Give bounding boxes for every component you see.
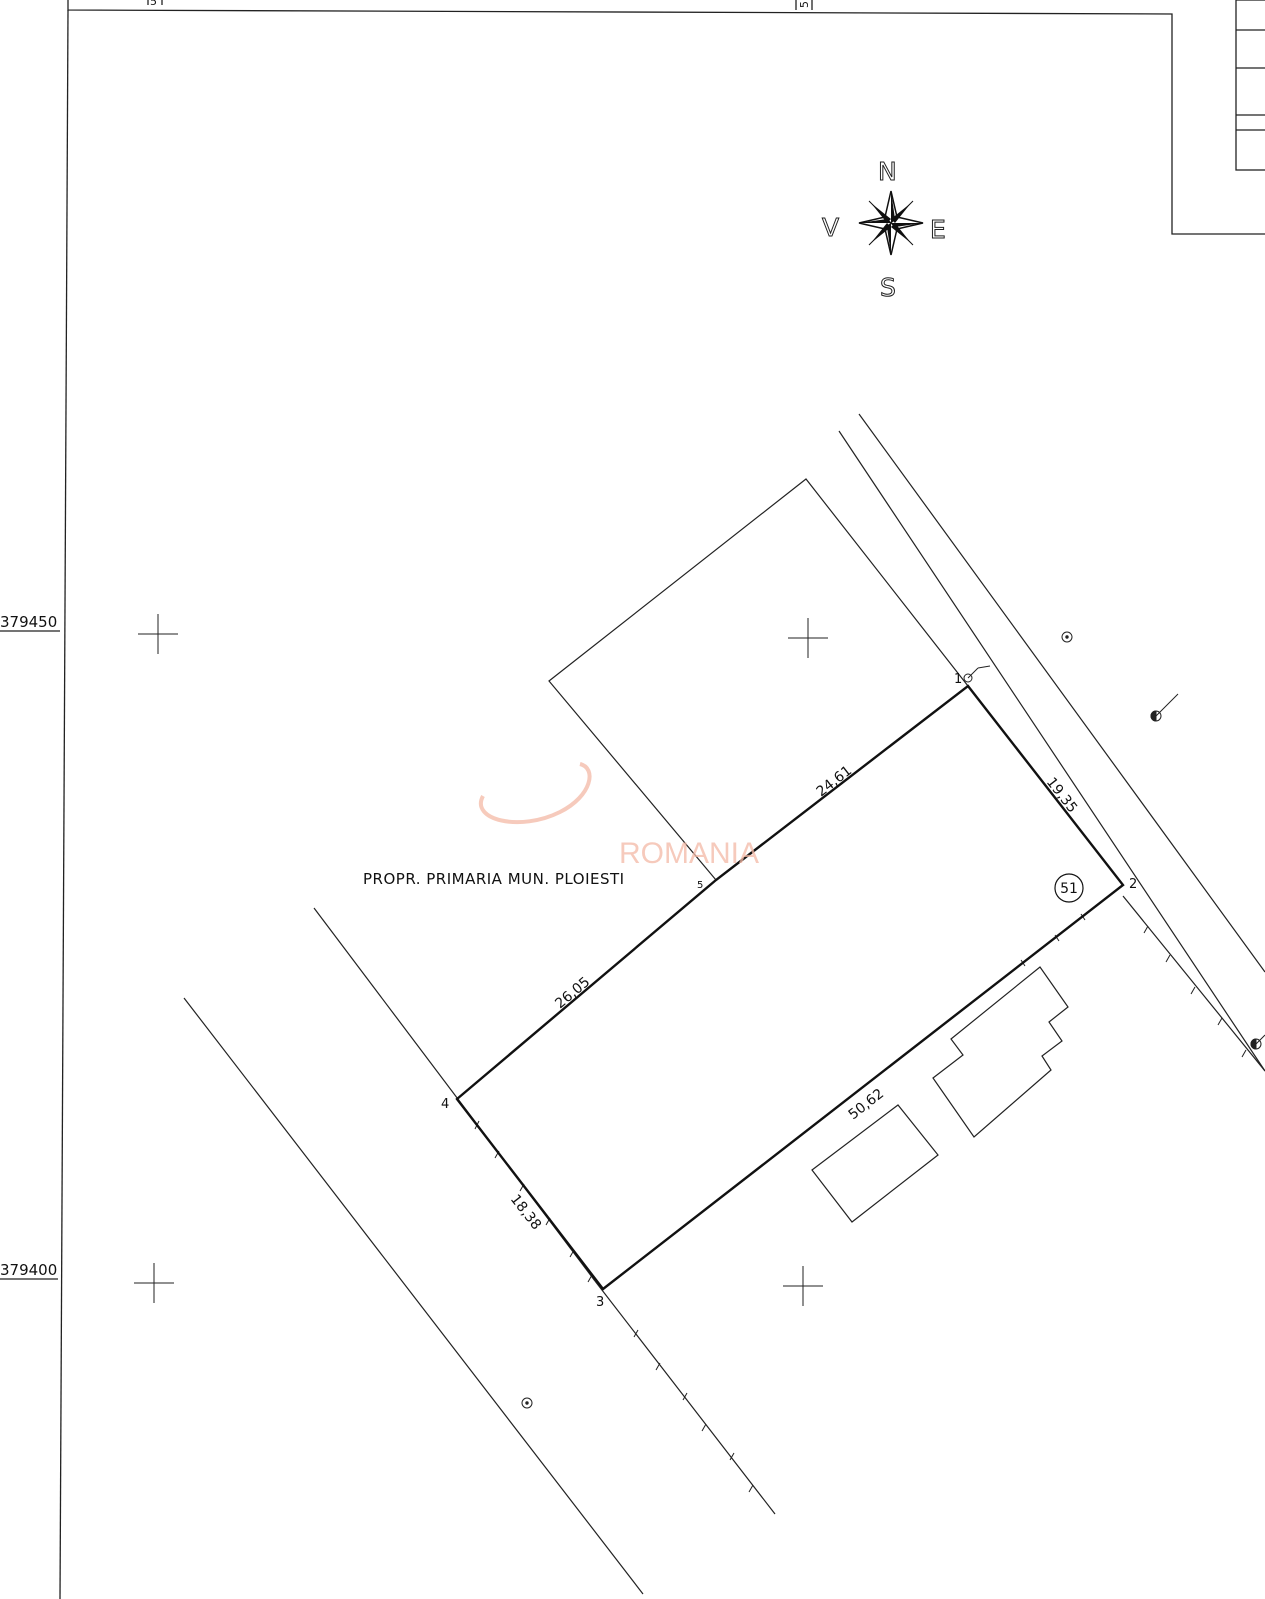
pole-icon (1061, 631, 1073, 643)
utility-poles (521, 631, 1265, 1409)
neighbour-boundaries (183, 413, 1265, 1595)
top-grid-label-b: 5 (798, 1, 811, 8)
pole-icon (521, 1397, 533, 1409)
dimension-4-5: 26,05 (552, 974, 593, 1012)
dimension-1-2: 19,35 (1043, 775, 1080, 816)
buildings (811, 966, 1069, 1223)
parcel-boundary (455, 684, 1125, 1291)
parcel-number-badge: 51 (1054, 873, 1084, 903)
road-edge (838, 430, 1265, 1072)
fence-line (1122, 895, 1265, 1072)
grid-label-379400: 379400 (0, 1261, 57, 1279)
fence-ticks (474, 913, 1247, 1493)
grid-label-379450: 379450 (0, 613, 57, 631)
grid-crosses (134, 614, 828, 1306)
compass-south-label: S (880, 273, 896, 302)
grid-cross (783, 1266, 823, 1306)
watermark: ROMANIA (479, 762, 759, 870)
lamp-post-icon (1150, 693, 1179, 722)
grid-cross (134, 1263, 174, 1303)
point-label-2: 2 (1129, 877, 1137, 892)
parcel-number: 51 (1060, 881, 1078, 897)
watermark-text: ROMANIA (619, 837, 759, 870)
dimension-5-1: 24,61 (814, 763, 855, 800)
neighbour-lot-outline (548, 478, 969, 881)
point-label-5: 5 (697, 880, 703, 891)
compass-rose (858, 190, 924, 256)
dimension-3-4: 18,38 (507, 1192, 544, 1233)
point-label-3: 3 (596, 1295, 604, 1310)
road-edge (858, 413, 1265, 973)
compass-east-label: E (930, 215, 946, 244)
top-grid-label-a: 5 (150, 0, 157, 8)
compass-west-label: V (822, 213, 839, 242)
building (932, 966, 1069, 1138)
road-edge (183, 997, 644, 1595)
grid-cross (138, 614, 178, 654)
owner-label: PROPR. PRIMARIA MUN. PLOIESTI (363, 870, 625, 888)
building (811, 1104, 939, 1223)
compass-north-label: N (878, 157, 897, 186)
lamp-post-icon (1250, 1034, 1265, 1050)
grid-cross (788, 618, 828, 658)
point-label-4: 4 (441, 1097, 449, 1112)
lamp-post-icon (963, 665, 991, 683)
point-label-1: 1 (954, 672, 962, 687)
